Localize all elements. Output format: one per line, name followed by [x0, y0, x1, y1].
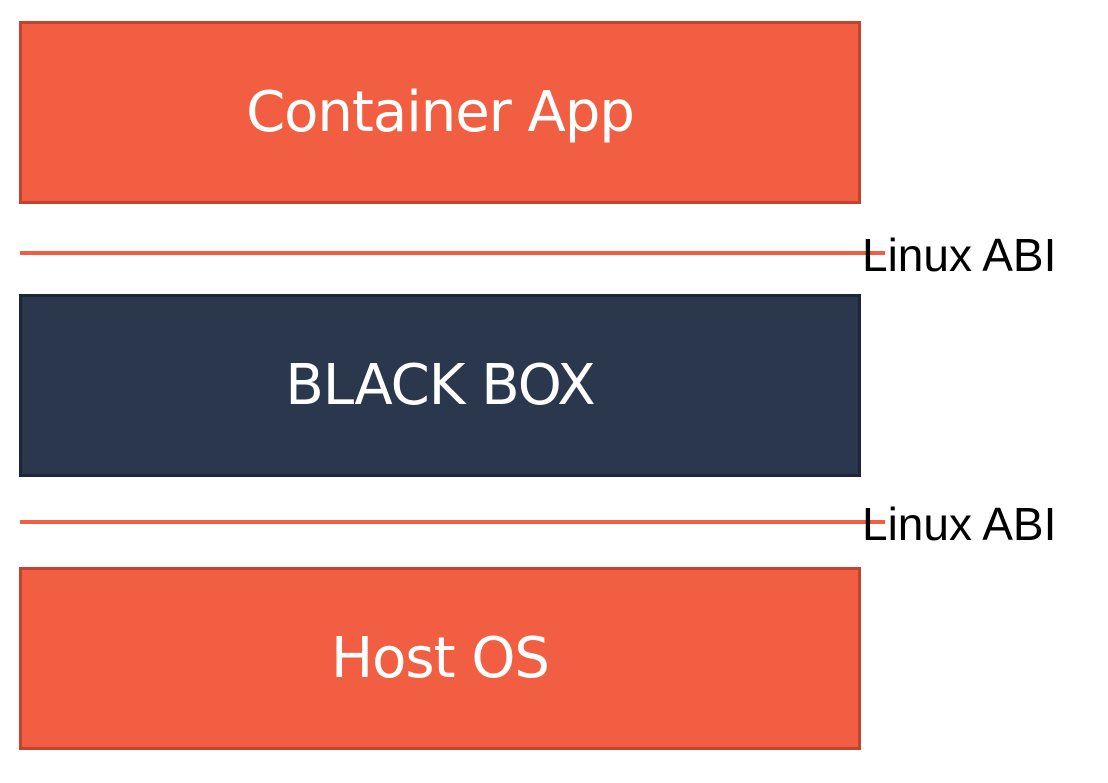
host-os-label: Host OS: [331, 626, 550, 691]
container-app-label: Container App: [246, 80, 635, 145]
linux-abi-line-upper: [20, 251, 885, 255]
linux-abi-label-lower: Linux ABI: [862, 498, 1057, 550]
black-box-label: BLACK BOX: [285, 353, 595, 418]
host-os-layer: Host OS: [19, 567, 861, 750]
linux-abi-label-upper: Linux ABI: [862, 229, 1057, 281]
black-box-layer: BLACK BOX: [19, 294, 861, 477]
container-app-layer: Container App: [19, 21, 861, 204]
linux-abi-line-lower: [20, 520, 885, 524]
